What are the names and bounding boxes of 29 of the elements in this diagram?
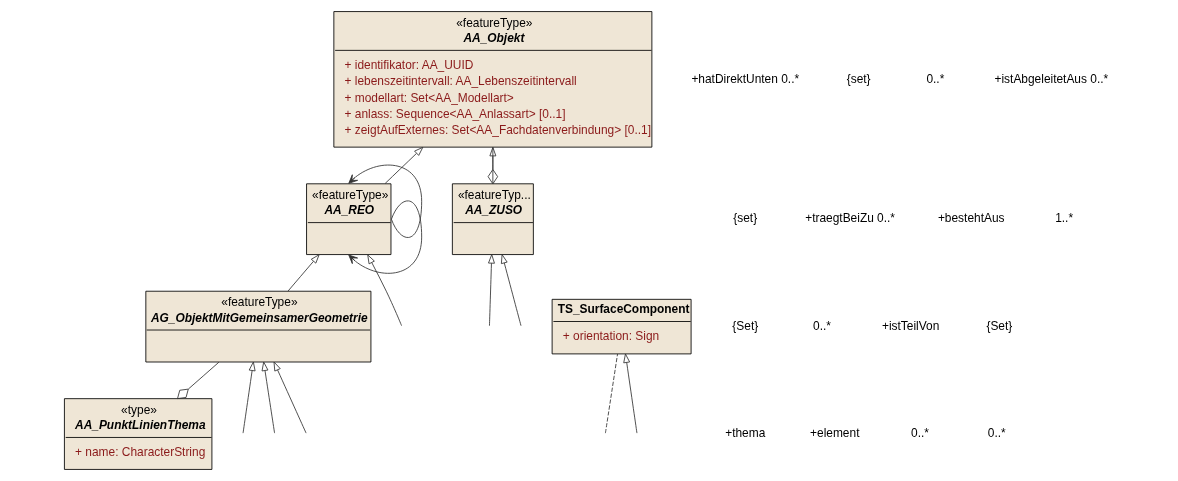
arrow	[261, 361, 275, 434]
arrow	[348, 164, 423, 238]
arrow	[242, 361, 256, 434]
arrow	[500, 254, 522, 327]
label: 1..*	[1055, 211, 1074, 226]
label: +element	[810, 426, 860, 441]
connector	[605, 353, 618, 434]
arrow	[348, 200, 423, 274]
arrow	[623, 353, 638, 434]
arrow	[488, 254, 495, 327]
label: +bestehtAus	[937, 211, 1005, 226]
arrow	[273, 361, 307, 434]
label: 0..*	[911, 426, 929, 441]
label: {set}	[733, 211, 758, 226]
arrow	[367, 254, 403, 327]
label: 0..*	[926, 71, 945, 86]
connector	[177, 361, 220, 399]
label: {Set}	[986, 318, 1013, 333]
label: +traegtBeiZu 0..*	[805, 211, 896, 226]
label: {set}	[846, 71, 871, 86]
label: 0..*	[813, 318, 831, 333]
label: +istAbgeleitetAus 0..*	[994, 71, 1109, 86]
arrow	[287, 254, 320, 292]
label: +thema	[725, 426, 766, 441]
label: {Set}	[732, 318, 759, 333]
label: 0..*	[987, 426, 1006, 441]
label: +hatDirektUnten 0..*	[691, 71, 800, 86]
arrow	[384, 146, 424, 184]
label: +istTeilVon	[882, 318, 940, 333]
